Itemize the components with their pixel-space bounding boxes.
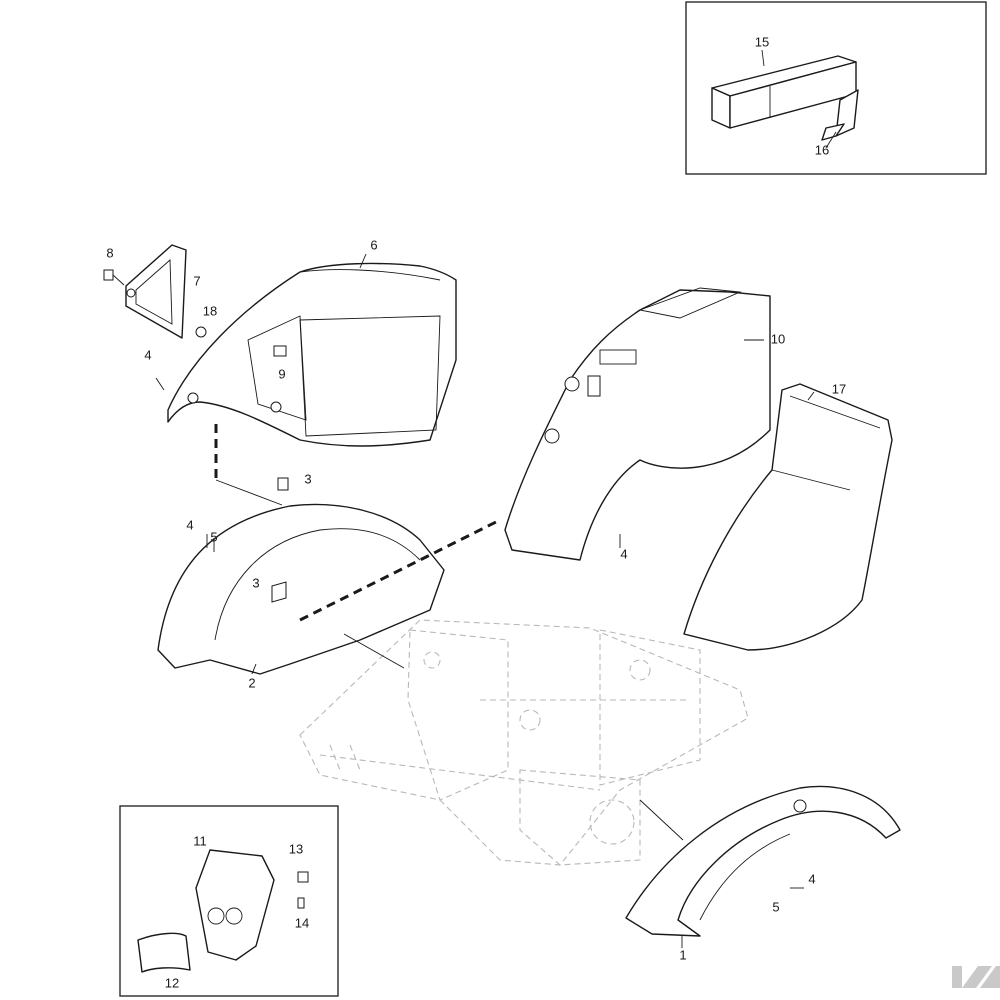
alignment-lines <box>214 424 501 622</box>
leader-lines <box>155 253 815 948</box>
part-11-cover <box>195 849 275 961</box>
part-2-wheel-arch <box>157 477 445 675</box>
inset-bottom-left <box>119 805 339 997</box>
inset-top-right: 15 16 <box>685 1 987 175</box>
brand-logo-icon <box>952 966 1000 988</box>
callout-4-left-top: 4 <box>144 347 151 362</box>
callout-16: 16 <box>815 142 829 157</box>
part-16-bracket <box>821 89 859 141</box>
part-15-pad <box>711 55 857 129</box>
callout-11: 11 <box>193 833 207 848</box>
part-7-bracket <box>125 244 187 339</box>
callout-4-fender: 4 <box>808 871 815 886</box>
callout-5-fender: 5 <box>772 899 779 914</box>
part-13-clip <box>297 871 309 883</box>
part-12-panel <box>137 932 191 973</box>
callout-8: 8 <box>106 245 113 260</box>
callout-1: 1 <box>679 947 686 962</box>
callout-15: 15 <box>755 34 769 49</box>
part-14-screw <box>297 897 305 909</box>
callout-6: 6 <box>370 237 377 252</box>
callout-10: 10 <box>771 331 785 346</box>
part-10-console <box>504 287 771 561</box>
ghost-chassis-frame <box>299 619 749 866</box>
callout-3-upper: 3 <box>304 471 311 486</box>
callout-18: 18 <box>203 303 217 318</box>
part-17-side-cover <box>683 383 893 651</box>
part-6-fender-cover <box>167 262 457 447</box>
part-1-front-fender <box>625 785 901 937</box>
callouts: 1 2 3 3 4 4 4 4 5 5 6 7 8 9 10 11 12 13 … <box>106 237 846 990</box>
callout-9: 9 <box>278 366 285 381</box>
callout-5-left: 5 <box>210 529 217 544</box>
callout-3-lower: 3 <box>252 575 259 590</box>
callout-7: 7 <box>193 273 200 288</box>
callout-4-console: 4 <box>620 546 627 561</box>
part-18-washer <box>195 326 207 338</box>
callout-4-left-mid: 4 <box>186 517 193 532</box>
callout-2: 2 <box>248 675 255 690</box>
callout-12: 12 <box>165 975 179 990</box>
part-8-bolt <box>103 269 125 286</box>
callout-17: 17 <box>832 381 846 396</box>
callout-13: 13 <box>289 841 303 856</box>
callout-14: 14 <box>295 915 309 930</box>
